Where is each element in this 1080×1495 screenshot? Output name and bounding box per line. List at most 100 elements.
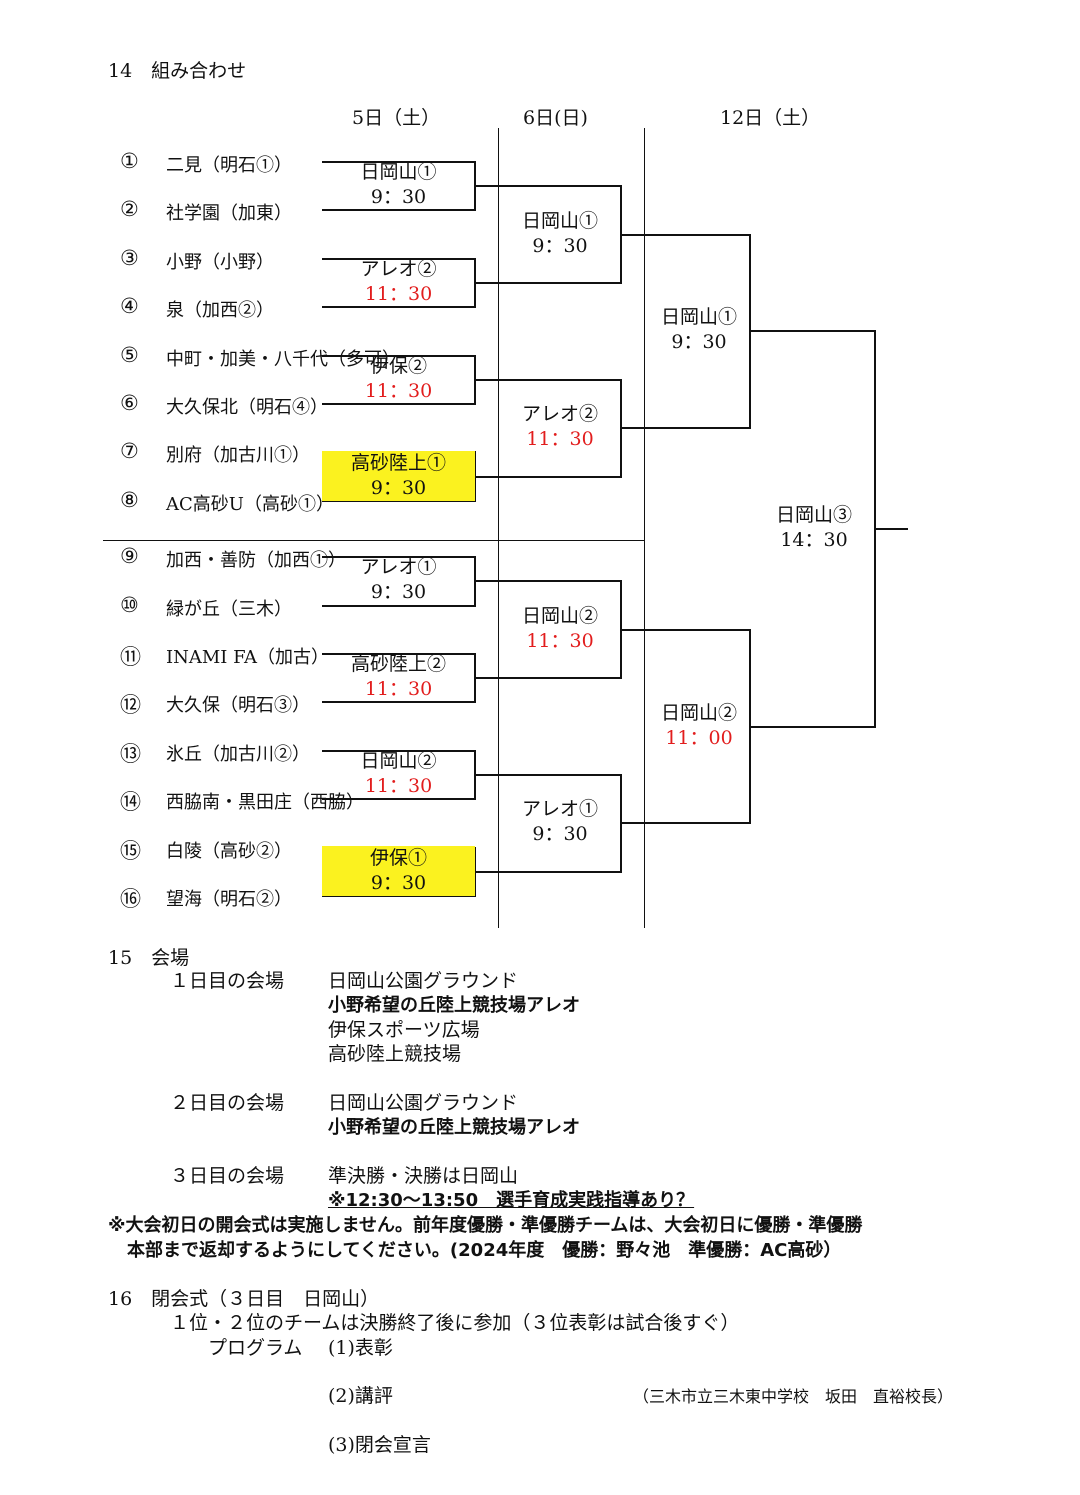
semi-line [621,233,750,236]
round1-match-venue: 高砂陸上② [350,653,446,676]
team-number: ⑫ [120,693,141,718]
round1-line [322,257,475,260]
round1-line [322,653,475,655]
program-item-2-speaker: （三木市立三木東中学校 坂田 直裕校長） [633,1387,954,1406]
semi-match-time: 11：00 [665,726,733,749]
day1-venue-2: 小野希望の丘陸上競技場アレオ [328,995,580,1016]
round1-line [322,749,475,752]
round1-line [322,306,475,309]
round1-match-time: 11：30 [364,379,433,402]
day2-venue-label: ２日目の会場 [170,1092,285,1114]
section-16-heading: 16 閉会式（３日目 日岡山） [108,1288,380,1310]
day2-venue-2: 小野希望の丘陸上競技場アレオ [328,1117,580,1138]
day1-venue-1: 日岡山公園グラウンド [328,970,519,992]
round1-match-venue: 伊保② [369,354,427,377]
notice-line-1: ※大会初日の開会式は実施しません。前年度優勝・準優勝チームは、大会初日に優勝・準… [108,1215,863,1236]
team-name: 泉（加西②） [166,300,274,322]
team-name: 氷丘（加古川②） [166,743,310,765]
round1-match-time: 9：30 [370,871,427,894]
team-name: 社学園（加東） [166,203,292,225]
semi-match-time: 9：30 [671,331,727,354]
program-item-1: (1)表彰 [328,1337,393,1359]
team-name: 二見（明石①） [166,155,292,176]
round1-match-venue: 日岡山① [360,161,437,184]
round1-line [322,354,475,357]
round2-line [475,185,621,188]
round2-line [475,870,621,873]
round2-match-venue: アレオ① [521,798,598,821]
team-number: ⑮ [120,838,141,863]
round2-match-venue: 日岡山① [521,209,598,232]
final-line [750,330,875,333]
day1-venue-4: 高砂陸上競技場 [328,1043,462,1065]
round1-line [322,701,475,704]
semi-match-venue: 日岡山② [660,701,737,724]
round1-line [322,798,475,801]
round1-match-time: 11：30 [364,775,433,797]
team-number: ⑭ [120,790,141,815]
semi-match-venue: 日岡山① [660,306,737,329]
team-name: 大久保（明石③） [166,695,310,717]
team-name: 中町・加美・八千代（多可） [166,348,400,370]
team-name: 望海（明石②） [166,889,292,910]
program-item-3: (3)閉会宣言 [328,1434,431,1456]
team-name: 小野（小野） [166,251,274,273]
semi-line [621,822,750,825]
column-divider-1 [498,128,499,928]
team-name: 白陵（高砂②） [166,840,292,862]
round2-match-time: 9：30 [532,823,588,846]
day2-venue-1: 日岡山公園グラウンド [328,1092,519,1114]
round2-line [475,475,621,478]
round2-match-time: 11：30 [526,428,594,451]
round1-line [322,161,475,163]
round2-line [475,774,621,776]
round1-match-time: 9：30 [370,476,427,499]
team-name: AC高砂U（高砂①） [166,493,334,515]
round1-match-venue: 高砂陸上① [350,451,446,474]
team-name: INAMI FA（加古） [166,647,330,668]
semi-line [621,628,750,631]
team-number: ⑤ [120,342,139,367]
day3-note: ※12:30～13:50 選手育成実践指導あり？ [328,1190,695,1211]
column-divider-2 [644,128,645,928]
round2-match-time: 11：30 [526,629,594,652]
day-header-2: 6日(日) [523,107,588,129]
round1-match-venue: 伊保① [369,846,427,869]
team-number: ⑥ [120,391,139,415]
program-item-2: (2)講評 [328,1385,393,1407]
round2-match-venue: アレオ② [521,403,598,426]
section-14-heading: 14 組み合わせ [108,60,247,82]
program-label: プログラム [208,1337,303,1359]
champion-line [875,528,908,530]
team-number: ② [120,197,139,222]
team-number: ③ [120,245,139,270]
team-number: ⑬ [120,741,141,766]
round2-match-time: 9：30 [532,234,588,257]
team-number: ⑪ [120,645,141,669]
section-15-heading: 15 会場 [108,947,190,969]
team-name: 別府（加古川①） [166,445,310,467]
round1-line [322,556,475,559]
semi-line [621,427,750,430]
round2-line [475,378,621,381]
final-line [750,725,875,728]
round1-line [322,499,475,502]
team-number: ① [120,149,139,173]
final-match-venue: 日岡山③ [775,504,852,526]
bracket-half-divider [103,540,644,541]
day-header-1: 5日（土） [352,107,441,129]
round1-match-time: 11：30 [364,678,433,701]
team-name: 加西・善防（加西①） [166,550,346,572]
round2-line [475,677,621,680]
